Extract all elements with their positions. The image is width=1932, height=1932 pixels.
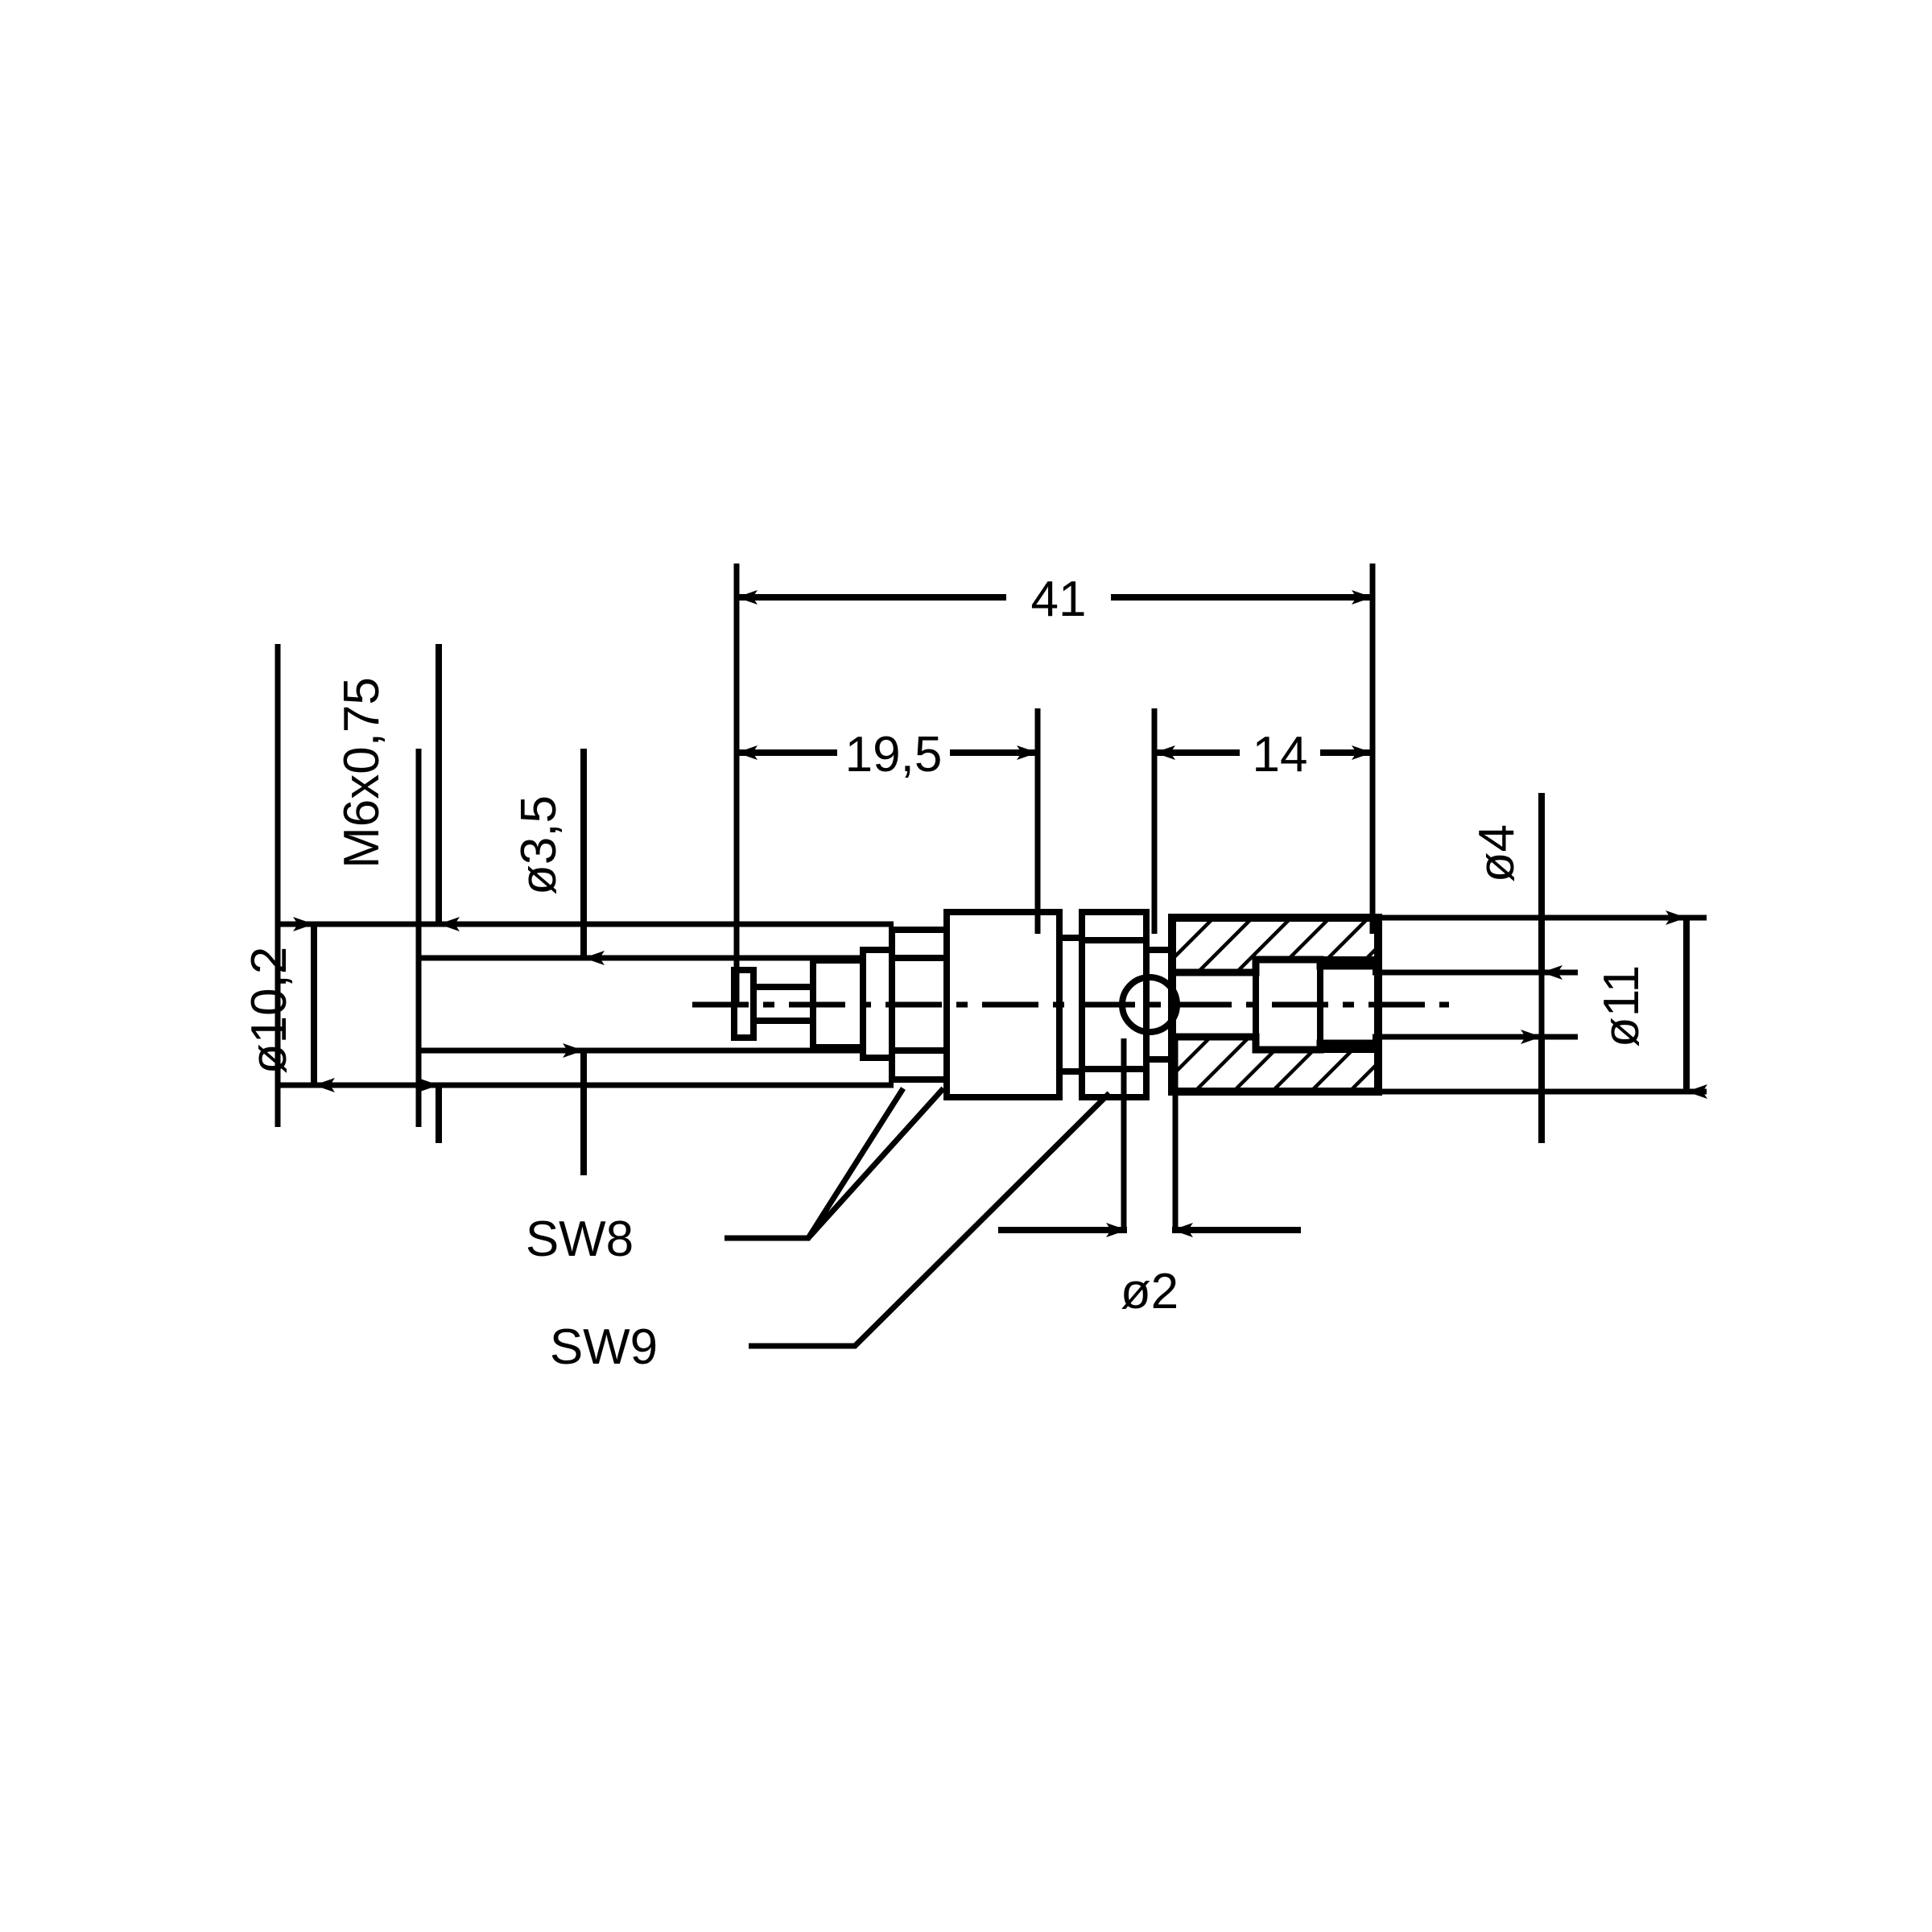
label-phi-3-5: ø3,5 <box>511 795 567 895</box>
leader-sw9 <box>749 1091 1112 1349</box>
label-phi-2: ø2 <box>1121 1264 1179 1319</box>
label-14: 14 <box>1253 727 1308 782</box>
label-phi-4: ø4 <box>1469 824 1525 882</box>
label-overall-41: 41 <box>1031 572 1087 627</box>
leader-lines <box>724 1086 1112 1349</box>
leader-sw8 <box>724 1086 946 1241</box>
label-phi-11: ø11 <box>1594 965 1649 1047</box>
dimension-lines <box>293 590 1707 1237</box>
label-sw9: SW9 <box>550 1319 658 1375</box>
dimension-labels: 41 19,5 14 ø10,2 M6x0,75 ø3,5 ø4 ø11 ø2 … <box>242 572 1649 1375</box>
label-phi-10-2: ø10,2 <box>242 947 297 1075</box>
label-m6x075: M6x0,75 <box>334 677 390 869</box>
label-sw8: SW8 <box>526 1212 634 1267</box>
extension-lines <box>275 564 1707 1232</box>
label-19-5: 19,5 <box>845 727 943 782</box>
